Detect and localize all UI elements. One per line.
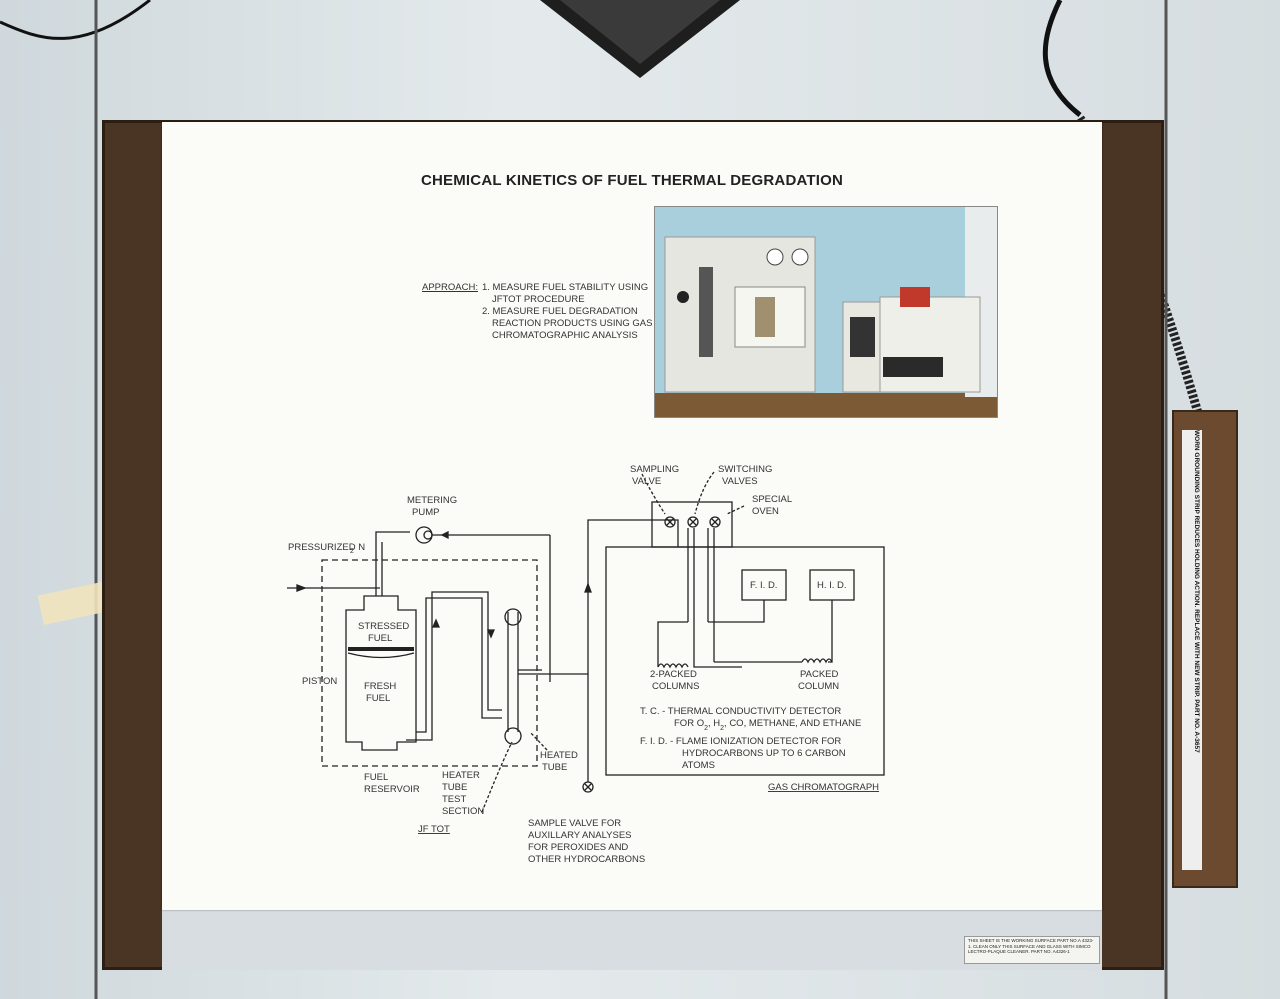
- label-tc-2: FOR O2, H2, CO, METHANE, AND ETHANE: [674, 718, 861, 732]
- label-metering-1: METERING: [407, 495, 457, 506]
- label-2packed-2: COLUMNS: [652, 681, 700, 692]
- board-lower-surface: [162, 908, 1102, 970]
- equipment-photo: [654, 206, 998, 418]
- approach-line: REACTION PRODUCTS USING GAS: [492, 318, 653, 329]
- approach-line: JFTOT PROCEDURE: [492, 294, 585, 305]
- label-metering-2: PUMP: [412, 507, 439, 518]
- approach-line: CHROMATOGRAPHIC ANALYSIS: [492, 330, 638, 341]
- fid-detector: [741, 569, 787, 601]
- tc-2sub2: 2: [720, 725, 724, 732]
- label-heater-2: TUBE: [442, 782, 467, 793]
- label-heated-1: HEATED: [540, 750, 578, 761]
- label-reservoir-1: FUEL: [364, 772, 388, 783]
- approach-label: APPROACH:: [422, 282, 478, 293]
- label-sample-3: FOR PEROXIDES AND: [528, 842, 628, 853]
- label-jftot: JF TOT: [418, 824, 450, 835]
- label-oven-1: SPECIAL: [752, 494, 792, 505]
- label-fresh-2: FUEL: [366, 693, 390, 704]
- label-fid-3: ATOMS: [682, 760, 715, 771]
- label-piston: PISTON: [302, 676, 337, 687]
- gas-chromatograph-box: [605, 546, 885, 776]
- label-pressurized-sub: 2: [350, 548, 354, 555]
- special-oven: [651, 501, 733, 548]
- label-fid-1: F. I. D. - FLAME IONIZATION DETECTOR FOR: [640, 736, 841, 747]
- label-switching-1: SWITCHING: [718, 464, 772, 475]
- label-sample-2: AUXILLARY ANALYSES: [528, 830, 632, 841]
- label-heated-2: TUBE: [542, 762, 567, 773]
- label-heater-1: HEATER: [442, 770, 480, 781]
- approach-line: 1. MEASURE FUEL STABILITY USING: [482, 282, 649, 293]
- label-packed-2: COLUMN: [798, 681, 839, 692]
- label-gas-chromatograph: GAS CHROMATOGRAPH: [768, 782, 879, 793]
- heater-top-fitting: [504, 608, 522, 626]
- approach-list: 1. MEASURE FUEL STABILITY USING JFTOT PR…: [482, 282, 652, 342]
- label-sampling-1: SAMPLING: [630, 464, 679, 475]
- label-fid: F. I. D.: [750, 580, 777, 591]
- label-packed-1: PACKED: [800, 669, 839, 680]
- label-heater-4: SECTION: [442, 806, 484, 817]
- label-sampling-2: VALVE: [632, 476, 661, 487]
- lamp-fixture: [540, 0, 740, 78]
- label-switching-2: VALVES: [722, 476, 758, 487]
- tc-2a: FOR O: [674, 718, 704, 729]
- label-fid-2: HYDROCARBONS UP TO 6 CARBON: [682, 748, 846, 759]
- label-stressed-1: STRESSED: [358, 621, 409, 632]
- poster-board: CHEMICAL KINETICS OF FUEL THERMAL DEGRAD…: [162, 122, 1102, 910]
- surface-sticker: THIS SHEET IS THE WORKING SURFACE PART N…: [964, 936, 1100, 964]
- grounding-strip-label: [1182, 430, 1202, 870]
- label-oven-2: OVEN: [752, 506, 779, 517]
- label-sample-1: SAMPLE VALVE FOR: [528, 818, 621, 829]
- heater-bottom-fitting: [504, 727, 522, 745]
- label-heater-3: TEST: [442, 794, 466, 805]
- label-hid: H. I. D.: [817, 580, 847, 591]
- label-reservoir-2: RESERVOIR: [364, 784, 420, 795]
- poster-title: CHEMICAL KINETICS OF FUEL THERMAL DEGRAD…: [420, 172, 844, 189]
- tc-2c: , CO, METHANE, AND ETHANE: [724, 718, 861, 729]
- grounding-strip-text: WORN GROUNDING STRIP REDUCES HOLDING ACT…: [1193, 430, 1200, 753]
- label-pressurized: PRESSURIZED N: [288, 542, 365, 553]
- process-diagram: METERING PUMP PRESSURIZED N 2 STRESSED F…: [287, 464, 885, 865]
- label-sample-4: OTHER HYDROCARBONS: [528, 854, 645, 865]
- tc-2sub: 2: [704, 725, 708, 732]
- label-fresh-1: FRESH: [364, 681, 396, 692]
- label-2packed-1: 2-PACKED: [650, 669, 697, 680]
- tc-2b: , H: [708, 718, 720, 729]
- label-tc-1: T. C. - THERMAL CONDUCTIVITY DETECTOR: [640, 706, 841, 717]
- label-stressed-2: FUEL: [368, 633, 392, 644]
- fuel-reservoir: [345, 595, 417, 751]
- approach-line: 2. MEASURE FUEL DEGRADATION: [482, 306, 638, 317]
